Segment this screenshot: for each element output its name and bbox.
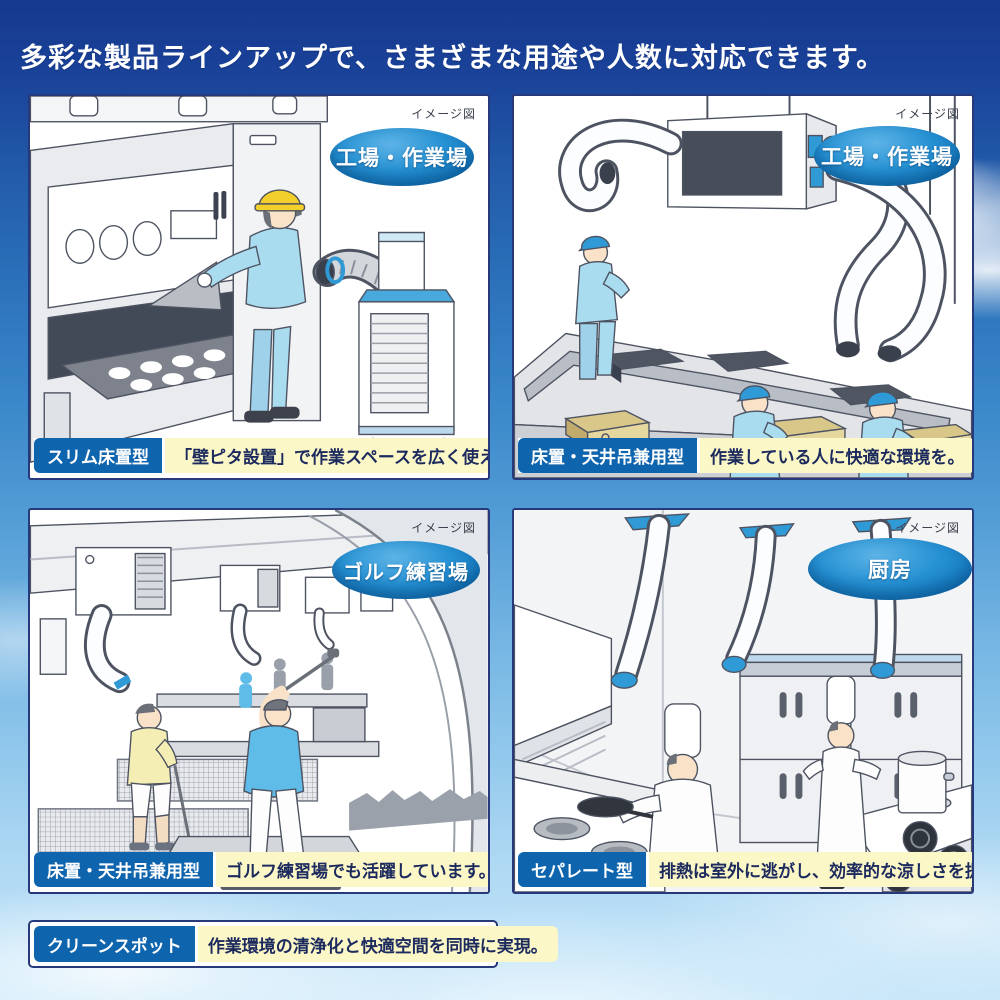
factory-slim-illustration (30, 96, 456, 463)
type-chip: 床置・天井吊兼用型 (34, 852, 213, 887)
type-bar: 床置・天井吊兼用型 作業している人に快適な環境を。 (518, 438, 972, 473)
image-note: イメージ図 (411, 521, 476, 535)
type-description: 作業している人に快適な環境を。 (700, 438, 972, 473)
ceiling-cooler-icon (39, 546, 394, 694)
scene-badge-kitchen: 厨房 (808, 538, 972, 600)
panel-kitchen: イメージ図 厨房 セパレート型 排熱は室外に逃がし、効率的な涼しさを提供します。 (512, 508, 974, 894)
panel-golf-range: イメージ図 ゴルフ練習場 床置・天井吊兼用型 ゴルフ練習場でも活躍しています。 (28, 508, 490, 894)
scene-badge-golf: ゴルフ練習場 (332, 541, 480, 599)
flexible-duct-icon (558, 118, 947, 363)
type-description: 「壁ピタ設置」で作業スペースを広く使えます。 (165, 438, 488, 473)
panel-factory-ceiling: イメージ図 工場・作業場 床置・天井吊兼用型 作業している人に快適な環境を。 (512, 94, 974, 480)
image-note: イメージ図 (895, 107, 960, 121)
image-note: イメージ図 (411, 107, 476, 121)
type-chip: スリム床置型 (34, 438, 162, 473)
type-bar: セパレート型 排熱は室外に逃がし、効率的な涼しさを提供します。 (518, 852, 972, 887)
type-bar: 床置・天井吊兼用型 ゴルフ練習場でも活躍しています。 (34, 852, 488, 887)
spot-cooler-icon (312, 231, 456, 454)
type-description: ゴルフ練習場でも活躍しています。 (216, 852, 488, 887)
range-curve (309, 510, 488, 892)
kitchen-hood-icon (514, 604, 613, 792)
type-description: 排熱は室外に逃がし、効率的な涼しさを提供します。 (649, 852, 972, 887)
golfer-icon (126, 703, 191, 851)
type-chip: クリーンスポット (34, 926, 195, 962)
type-chip: セパレート型 (518, 852, 646, 887)
ceiling-unit-icon (667, 112, 837, 210)
scene-badge-factory: 工場・作業場 (330, 128, 474, 186)
page-title: 多彩な製品ラインアップで、さまざまな用途や人数に対応できます。 (20, 43, 885, 73)
type-bar: スリム床置型 「壁ピタ設置」で作業スペースを広く使えます。 (34, 438, 488, 473)
image-note: イメージ図 (895, 521, 960, 535)
range-tiers (37, 693, 380, 856)
cleanspot-bar: クリーンスポット 作業環境の清浄化と快適空間を同時に実現。 (28, 920, 558, 968)
scene-badge-factory: 工場・作業場 (814, 126, 960, 186)
type-chip: 床置・天井吊兼用型 (518, 438, 697, 473)
worker-icon (146, 189, 307, 423)
golf-range-illustration (30, 510, 488, 892)
panel-factory-slim: イメージ図 工場・作業場 スリム床置型 「壁ピタ設置」で作業スペースを広く使えま… (28, 94, 490, 480)
type-description: 作業環境の清浄化と快適空間を同時に実現。 (197, 926, 558, 962)
